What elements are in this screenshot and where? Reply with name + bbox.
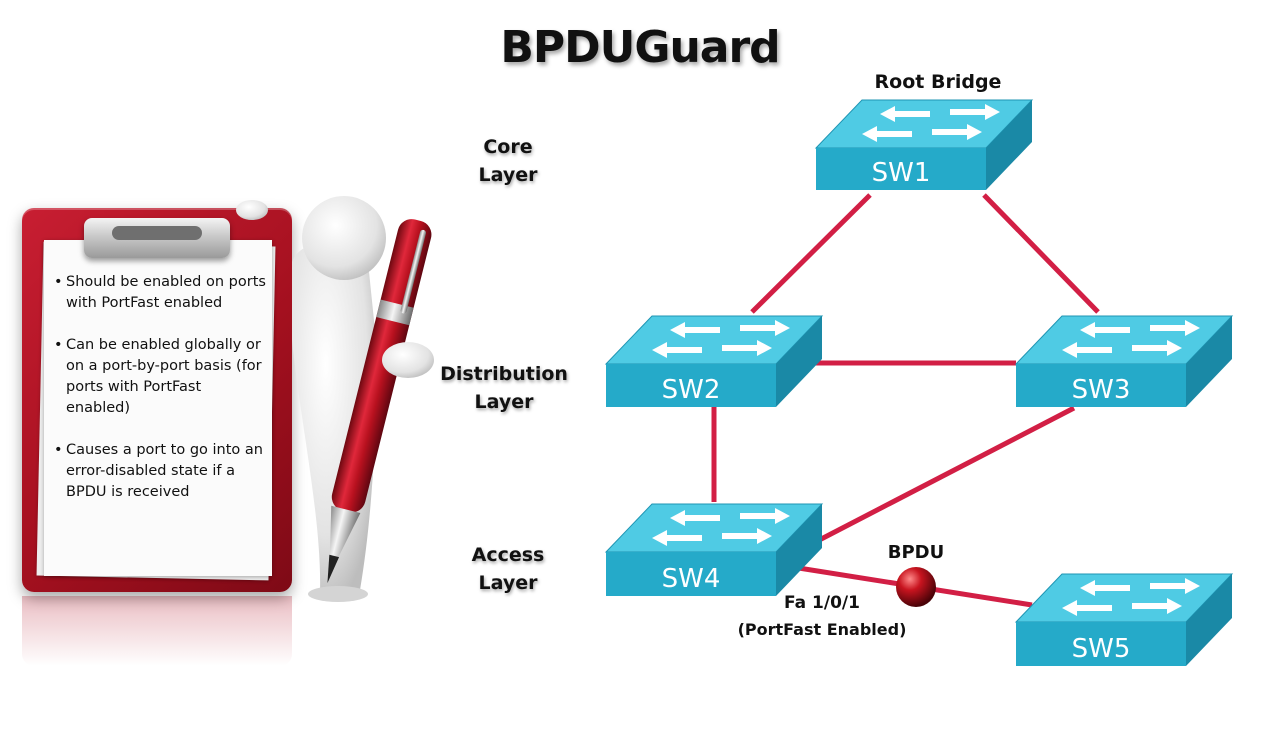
switch-sw2: SW2: [604, 315, 824, 407]
switch-sw5-arrows-icon: [1062, 578, 1200, 616]
switch-sw1-label: SW1: [872, 158, 931, 188]
access-layer-label-line1: Access: [471, 544, 545, 566]
switch-sw3-side: [1186, 316, 1232, 407]
root-bridge-label: Root Bridge: [875, 71, 1002, 93]
switch-sw2-front: [606, 364, 776, 407]
core-layer-label: Core Layer: [438, 133, 578, 189]
clipboard-reflection: [22, 596, 292, 666]
switch-sw5-front: [1016, 622, 1186, 666]
note-item: Should be enabled on ports with PortFast…: [54, 272, 266, 314]
link-sw1-sw3: [982, 193, 1100, 314]
switch-sw1: SW1: [814, 99, 1034, 190]
switch-sw4-front: [606, 552, 776, 596]
distribution-layer-label-line1: Distribution: [440, 363, 568, 385]
switch-sw2-label: SW2: [662, 375, 721, 405]
switch-sw3-arrows-icon: [1062, 320, 1200, 358]
distribution-layer-label: Distribution Layer: [434, 360, 574, 416]
access-layer-label: Access Layer: [438, 541, 578, 597]
portfast-note: (PortFast Enabled): [738, 620, 907, 639]
switch-sw3-label: SW3: [1072, 375, 1131, 405]
figure-hand: [382, 342, 434, 378]
switch-sw4-label: SW4: [662, 564, 721, 594]
distribution-layer-label-line2: Layer: [474, 391, 534, 413]
bpdu-ball-icon: [896, 567, 936, 607]
switch-sw4-arrows-icon: [652, 508, 790, 546]
pen-clip: [400, 229, 427, 314]
switch-sw1-side: [986, 100, 1032, 190]
page-title: BPDUGuard: [500, 22, 780, 73]
note-item: Causes a port to go into an error-disabl…: [54, 440, 266, 503]
switch-sw4-side: [776, 504, 822, 596]
port-label: Fa 1/0/1: [784, 593, 860, 613]
access-layer-label-line2: Layer: [478, 572, 538, 594]
bpdu-label: BPDU: [888, 542, 944, 563]
pen-nib: [327, 554, 340, 584]
switch-sw2-side: [776, 316, 822, 407]
switch-sw3: SW3: [1014, 315, 1234, 407]
switch-sw1-front: [816, 148, 986, 190]
figure-foot: [308, 586, 368, 602]
switch-sw5: SW5: [1014, 573, 1234, 666]
figure-head: [302, 196, 386, 280]
link-sw1-sw2: [750, 193, 872, 314]
core-layer-label-line1: Core: [483, 136, 533, 158]
core-layer-label-line2: Layer: [478, 164, 538, 186]
switch-sw5-side: [1186, 574, 1232, 666]
figure-fingers: [236, 200, 268, 220]
links: [711, 193, 1100, 608]
clipboard-clip-hole: [112, 226, 202, 240]
link-sw3-sw4: [798, 405, 1076, 553]
switch-sw1-arrows-icon: [862, 104, 1000, 142]
switch-sw3-front: [1016, 364, 1186, 407]
pen: [327, 219, 432, 584]
note-item: Can be enabled globally or on a port-by-…: [54, 335, 266, 419]
switch-sw2-arrows-icon: [652, 320, 790, 358]
switch-sw5-label: SW5: [1072, 634, 1131, 664]
notes-list: Should be enabled on ports with PortFast…: [54, 272, 266, 524]
switch-sw4: SW4: [604, 503, 824, 596]
